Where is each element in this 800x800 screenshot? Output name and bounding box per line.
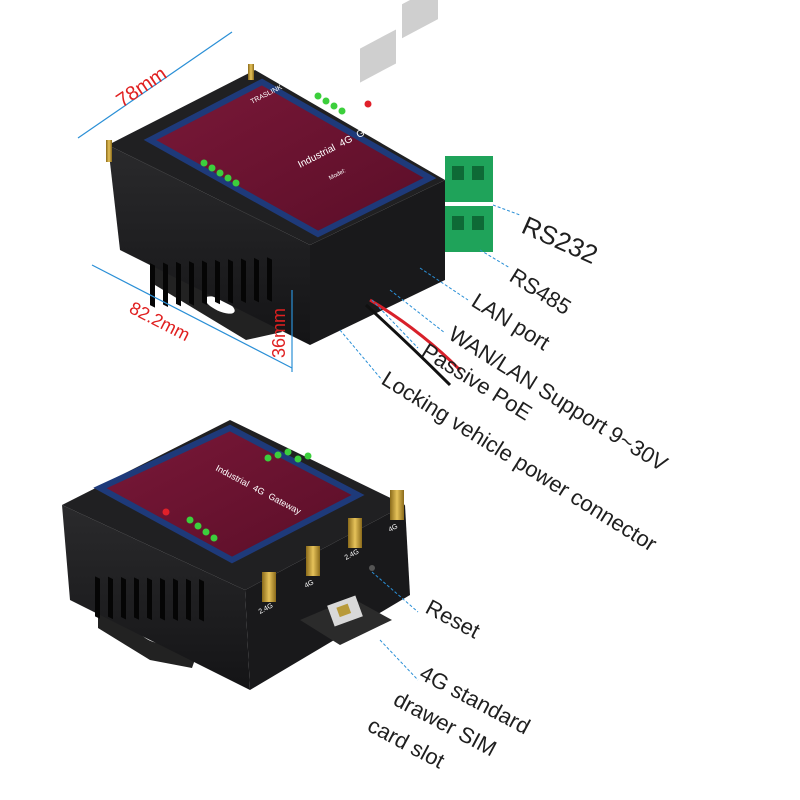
callout-wan-lan: WAN/LAN Support 9~30V [444, 321, 672, 476]
lan-port [402, 0, 438, 39]
power-cable-red [369, 298, 462, 372]
bracket-hole [205, 296, 235, 314]
dimension-height: 36mm [269, 308, 289, 358]
signal-leds [200, 159, 240, 187]
vent-slots [150, 257, 272, 308]
device-left-face [62, 505, 250, 690]
sim-chip [336, 603, 352, 618]
status-leds [314, 92, 372, 115]
top-device: Industrial 4G Gateway TRASLINK Model: [106, 0, 493, 387]
vent-slots [95, 576, 204, 622]
antenna-label: 4G [304, 579, 316, 590]
top-label-panel [143, 78, 437, 238]
dimension-width: 78mm [112, 63, 170, 112]
terminal-blocks [445, 156, 493, 252]
rj45-ports [360, 0, 438, 83]
reset-button [369, 565, 375, 571]
dimension-depth: 82.2mm [126, 298, 193, 345]
callout-reset: Reset [422, 594, 484, 643]
wan-port [360, 29, 396, 83]
device-right-face [245, 505, 410, 690]
signal-leds [264, 448, 312, 463]
status-leds [162, 508, 218, 542]
callout-leaders [339, 204, 521, 381]
bottom-device: Industrial 4G Gateway 2.4G 4G 2.4G 4G [62, 420, 410, 690]
antenna-connector-4g [390, 490, 404, 520]
antenna-label: 4G [388, 523, 400, 534]
antenna-stub [248, 64, 254, 80]
top-label-panel [93, 424, 365, 564]
antenna-connector-2.4g [348, 518, 362, 548]
device-left-face [108, 145, 310, 345]
device-right-face [310, 180, 445, 345]
callout-leaders-bottom [371, 571, 419, 681]
dimension-lines [77, 31, 293, 372]
antenna-connectors [262, 490, 404, 602]
callout-rs232: RS232 [518, 210, 603, 270]
antenna-connector-4g [306, 546, 320, 576]
power-cable-black [364, 303, 452, 387]
antenna-stub [106, 140, 112, 162]
antenna-connector-2.4g [262, 572, 276, 602]
